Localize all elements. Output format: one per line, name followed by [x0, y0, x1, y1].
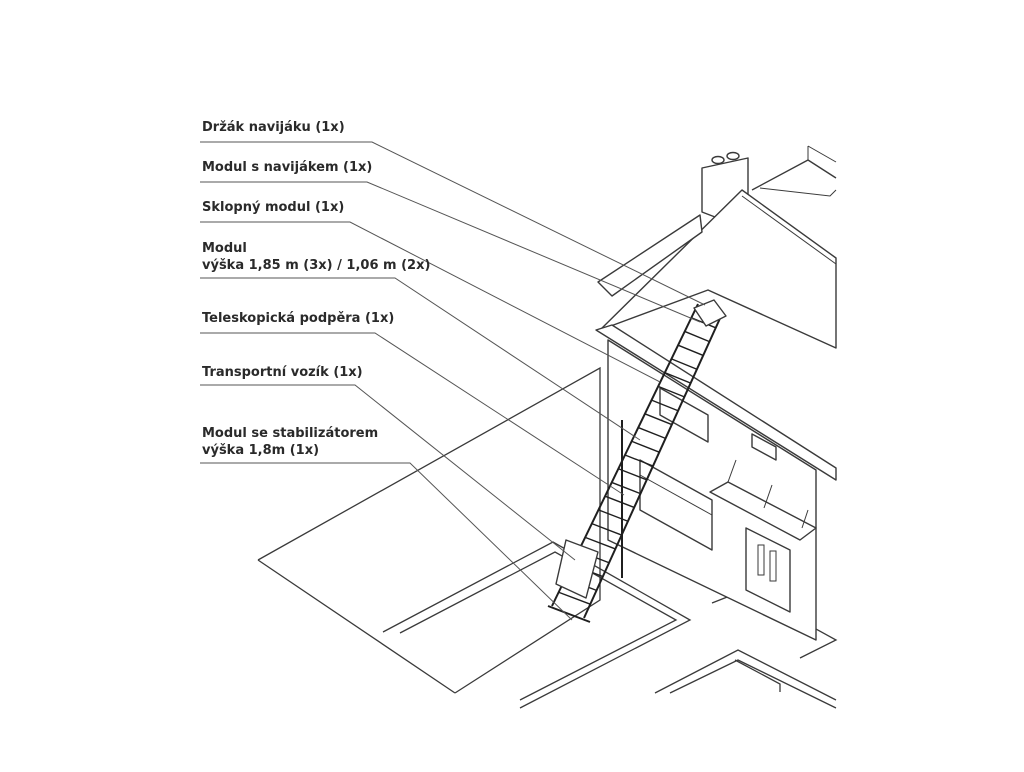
- front-step-2: [669, 659, 837, 709]
- leader-winch-module: [200, 181, 701, 323]
- label-winch-holder: Držák navijáku (1x): [202, 120, 345, 135]
- door-panel-1: [757, 544, 765, 576]
- patio-outer: [382, 541, 692, 709]
- upper-window-left: [659, 387, 709, 443]
- label-tilt-module: Sklopný modul (1x): [202, 200, 345, 215]
- ladder-rung: [624, 454, 654, 467]
- ladder-rung: [638, 426, 666, 440]
- label-winch-module: Modul s navijákem (1x): [202, 160, 373, 175]
- transport-cart: [555, 539, 599, 599]
- leader-transport-cart: [200, 384, 576, 561]
- ladder-rung: [604, 495, 635, 509]
- back-roof-edge: [807, 145, 837, 163]
- ladder-rung: [598, 509, 629, 522]
- ladder-rung: [671, 358, 698, 370]
- yard-outline: [257, 366, 601, 694]
- door-canopy: [709, 481, 817, 541]
- back-roof: [751, 159, 837, 191]
- stabilizer-foot: [547, 605, 591, 623]
- ladder-rung: [591, 522, 622, 536]
- ladder: [547, 299, 727, 623]
- step-edge: [734, 659, 781, 692]
- label-stabilizer-height: výška 1,8m (1x): [202, 443, 320, 458]
- upper-window-right: [751, 433, 777, 461]
- winch-module-head: [693, 299, 727, 327]
- ladder-rung: [631, 440, 660, 453]
- front-step-1: [654, 649, 837, 701]
- label-transport-cart: Transportní vozík (1x): [202, 365, 363, 380]
- canopy-rod-3: [801, 509, 809, 529]
- leader-lines: [200, 141, 706, 621]
- label-telescopic-support: Teleskopická podpěra (1x): [202, 311, 395, 326]
- leader-winch-holder: [200, 141, 706, 306]
- label-module-title: Modul: [202, 241, 247, 256]
- canopy-rod-2: [763, 484, 773, 509]
- lower-window-transom: [639, 474, 713, 516]
- yard-front-edge: [257, 559, 456, 694]
- dormer-line: [759, 187, 837, 197]
- ladder-rung: [644, 413, 673, 426]
- chimney-pot-1: [711, 155, 725, 165]
- ladder-rung: [664, 371, 691, 384]
- gable-left: [597, 214, 703, 297]
- label-stabilizer-module: Modul se stabilizátorem: [202, 426, 379, 441]
- front-door: [745, 527, 791, 613]
- leader-module: [200, 277, 641, 441]
- roof-ridge: [741, 195, 837, 265]
- ladder-rung: [677, 344, 704, 357]
- patio-inner: [399, 551, 678, 701]
- ladder-rung: [684, 330, 710, 343]
- leader-telescopic-support: [200, 332, 625, 496]
- door-panel-2: [769, 550, 777, 582]
- ladder-rung: [584, 536, 616, 550]
- leader-tilt-module: [200, 221, 661, 383]
- house: [595, 145, 837, 641]
- leader-stabilizer-module: [200, 462, 573, 621]
- label-module-height: výška 1,85 m (3x) / 1,06 m (2x): [202, 258, 431, 273]
- ladder-rung: [657, 385, 685, 398]
- canopy-rod-1: [727, 459, 737, 483]
- eave: [595, 324, 837, 481]
- ladder-rung: [558, 591, 591, 605]
- roof-slope: [599, 189, 837, 349]
- chimney-pot-2: [726, 151, 740, 161]
- ladder-rung: [651, 399, 679, 412]
- ladder-rung: [611, 481, 641, 495]
- ladder-rung: [618, 468, 647, 481]
